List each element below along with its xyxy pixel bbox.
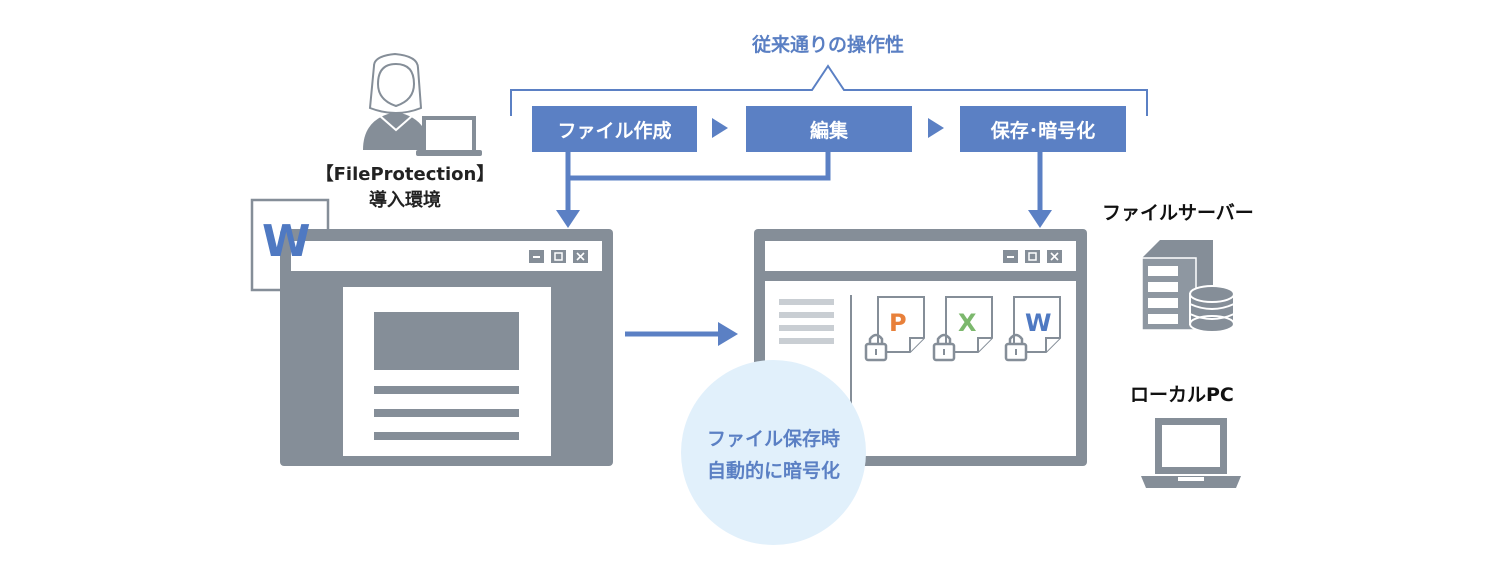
local-pc-icon — [1141, 418, 1241, 488]
flow-bracket — [510, 64, 1148, 116]
file-server-label: ファイルサーバー — [1102, 202, 1254, 224]
save-arrowhead — [718, 322, 738, 346]
step-arrow-1 — [712, 118, 728, 138]
editor-window — [280, 229, 613, 466]
local-pc-label: ローカルPC — [1130, 384, 1234, 406]
ppt-file-icon — [877, 296, 925, 353]
bubble-line-2: 自動的に暗号化 — [706, 460, 840, 482]
excel-file-icon — [945, 296, 993, 353]
step-edit: 編集 — [746, 106, 912, 152]
ppt-letter: P — [889, 309, 907, 337]
word-letter: W — [262, 216, 311, 267]
lock-icon — [1004, 333, 1028, 362]
flow-title: 従来通りの操作性 — [751, 34, 904, 56]
bubble-line-1: ファイル保存時 — [706, 428, 840, 450]
database-icon — [1189, 285, 1235, 333]
excel-letter: X — [958, 309, 977, 337]
connector-create-edit — [565, 152, 831, 181]
environment-title: 【FileProtection】 — [315, 164, 495, 185]
step-create-file: ファイル作成 — [532, 106, 697, 152]
arrowhead-right — [1028, 210, 1052, 228]
laptop-icon — [416, 116, 482, 156]
step-arrow-2 — [928, 118, 944, 138]
word-file-icon — [1013, 296, 1061, 353]
arrowhead-left — [556, 210, 580, 228]
environment-subtitle: 導入環境 — [369, 190, 441, 211]
word-small-letter: W — [1025, 309, 1052, 337]
maximize-icon — [551, 250, 566, 263]
lock-icon — [932, 333, 956, 362]
encryption-bubble — [681, 360, 866, 545]
lock-icon — [864, 333, 888, 362]
step-save-encrypt: 保存･暗号化 — [960, 106, 1126, 152]
user-icon — [363, 52, 429, 150]
